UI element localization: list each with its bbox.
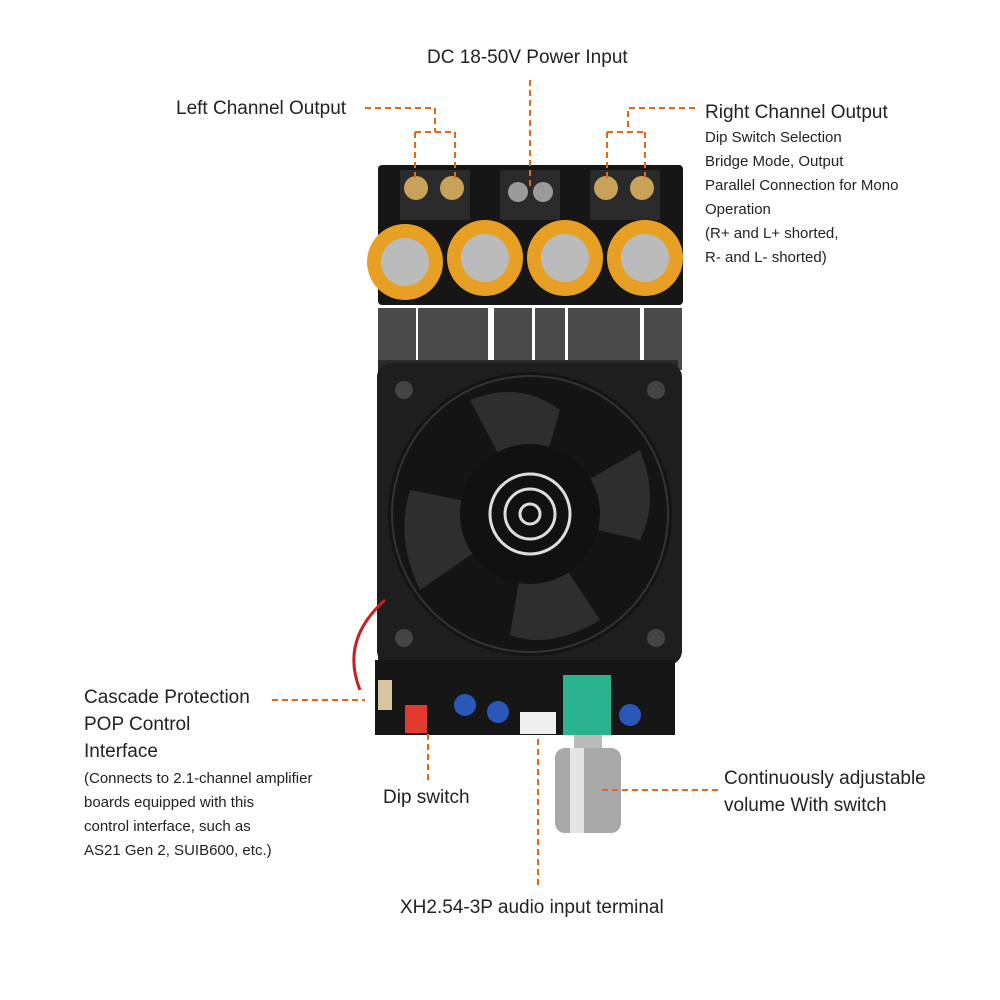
inductors xyxy=(378,308,682,370)
volume-knob xyxy=(555,735,621,833)
cascade-desc: AS21 Gen 2, SUIB600, etc.) xyxy=(84,842,272,859)
cascade-desc: control interface, such as xyxy=(84,818,251,835)
right-output-label: Right Channel Output xyxy=(705,102,888,123)
cascade-connector xyxy=(378,680,392,710)
volume-callout: Continuously adjustable volume With swit… xyxy=(724,765,926,819)
dip-switch-label: Dip switch xyxy=(383,787,470,808)
dip-switch xyxy=(405,705,427,733)
volume-label: Continuously adjustable xyxy=(724,768,926,789)
right-output-callout: Right Channel Output Dip Switch Selectio… xyxy=(705,99,898,270)
right-output-desc: Dip Switch Selection xyxy=(705,129,842,146)
cascade-title: Interface xyxy=(84,741,158,762)
power-input-terminal xyxy=(500,170,560,220)
left-output-label: Left Channel Output xyxy=(176,98,347,119)
cascade-desc: boards equipped with this xyxy=(84,794,255,811)
left-output-terminal xyxy=(400,170,470,220)
right-output-desc: Parallel Connection for Mono xyxy=(705,177,899,194)
cascade-title: Cascade Protection xyxy=(84,687,250,708)
power-input-label: DC 18-50V Power Input xyxy=(427,47,628,68)
audio-input-label: XH2.54-3P audio input terminal xyxy=(400,897,664,918)
cascade-title: POP Control xyxy=(84,714,191,735)
volume-label: volume With switch xyxy=(724,795,887,816)
right-output-desc: (R+ and L+ shorted, xyxy=(705,225,839,242)
right-output-desc: R- and L- shorted) xyxy=(705,249,827,266)
capacitors xyxy=(367,220,683,300)
leader-lines xyxy=(272,80,718,885)
cascade-wire xyxy=(352,598,386,691)
potentiometer xyxy=(563,675,611,735)
right-output-desc: Bridge Mode, Output xyxy=(705,153,844,170)
cascade-callout: Cascade Protection POP Control Interface… xyxy=(84,684,312,863)
cooling-fan xyxy=(377,363,682,665)
right-output-terminal xyxy=(590,170,660,220)
audio-input-connector xyxy=(520,712,556,734)
cascade-desc: (Connects to 2.1-channel amplifier xyxy=(84,770,313,787)
right-output-desc: Operation xyxy=(705,201,771,218)
